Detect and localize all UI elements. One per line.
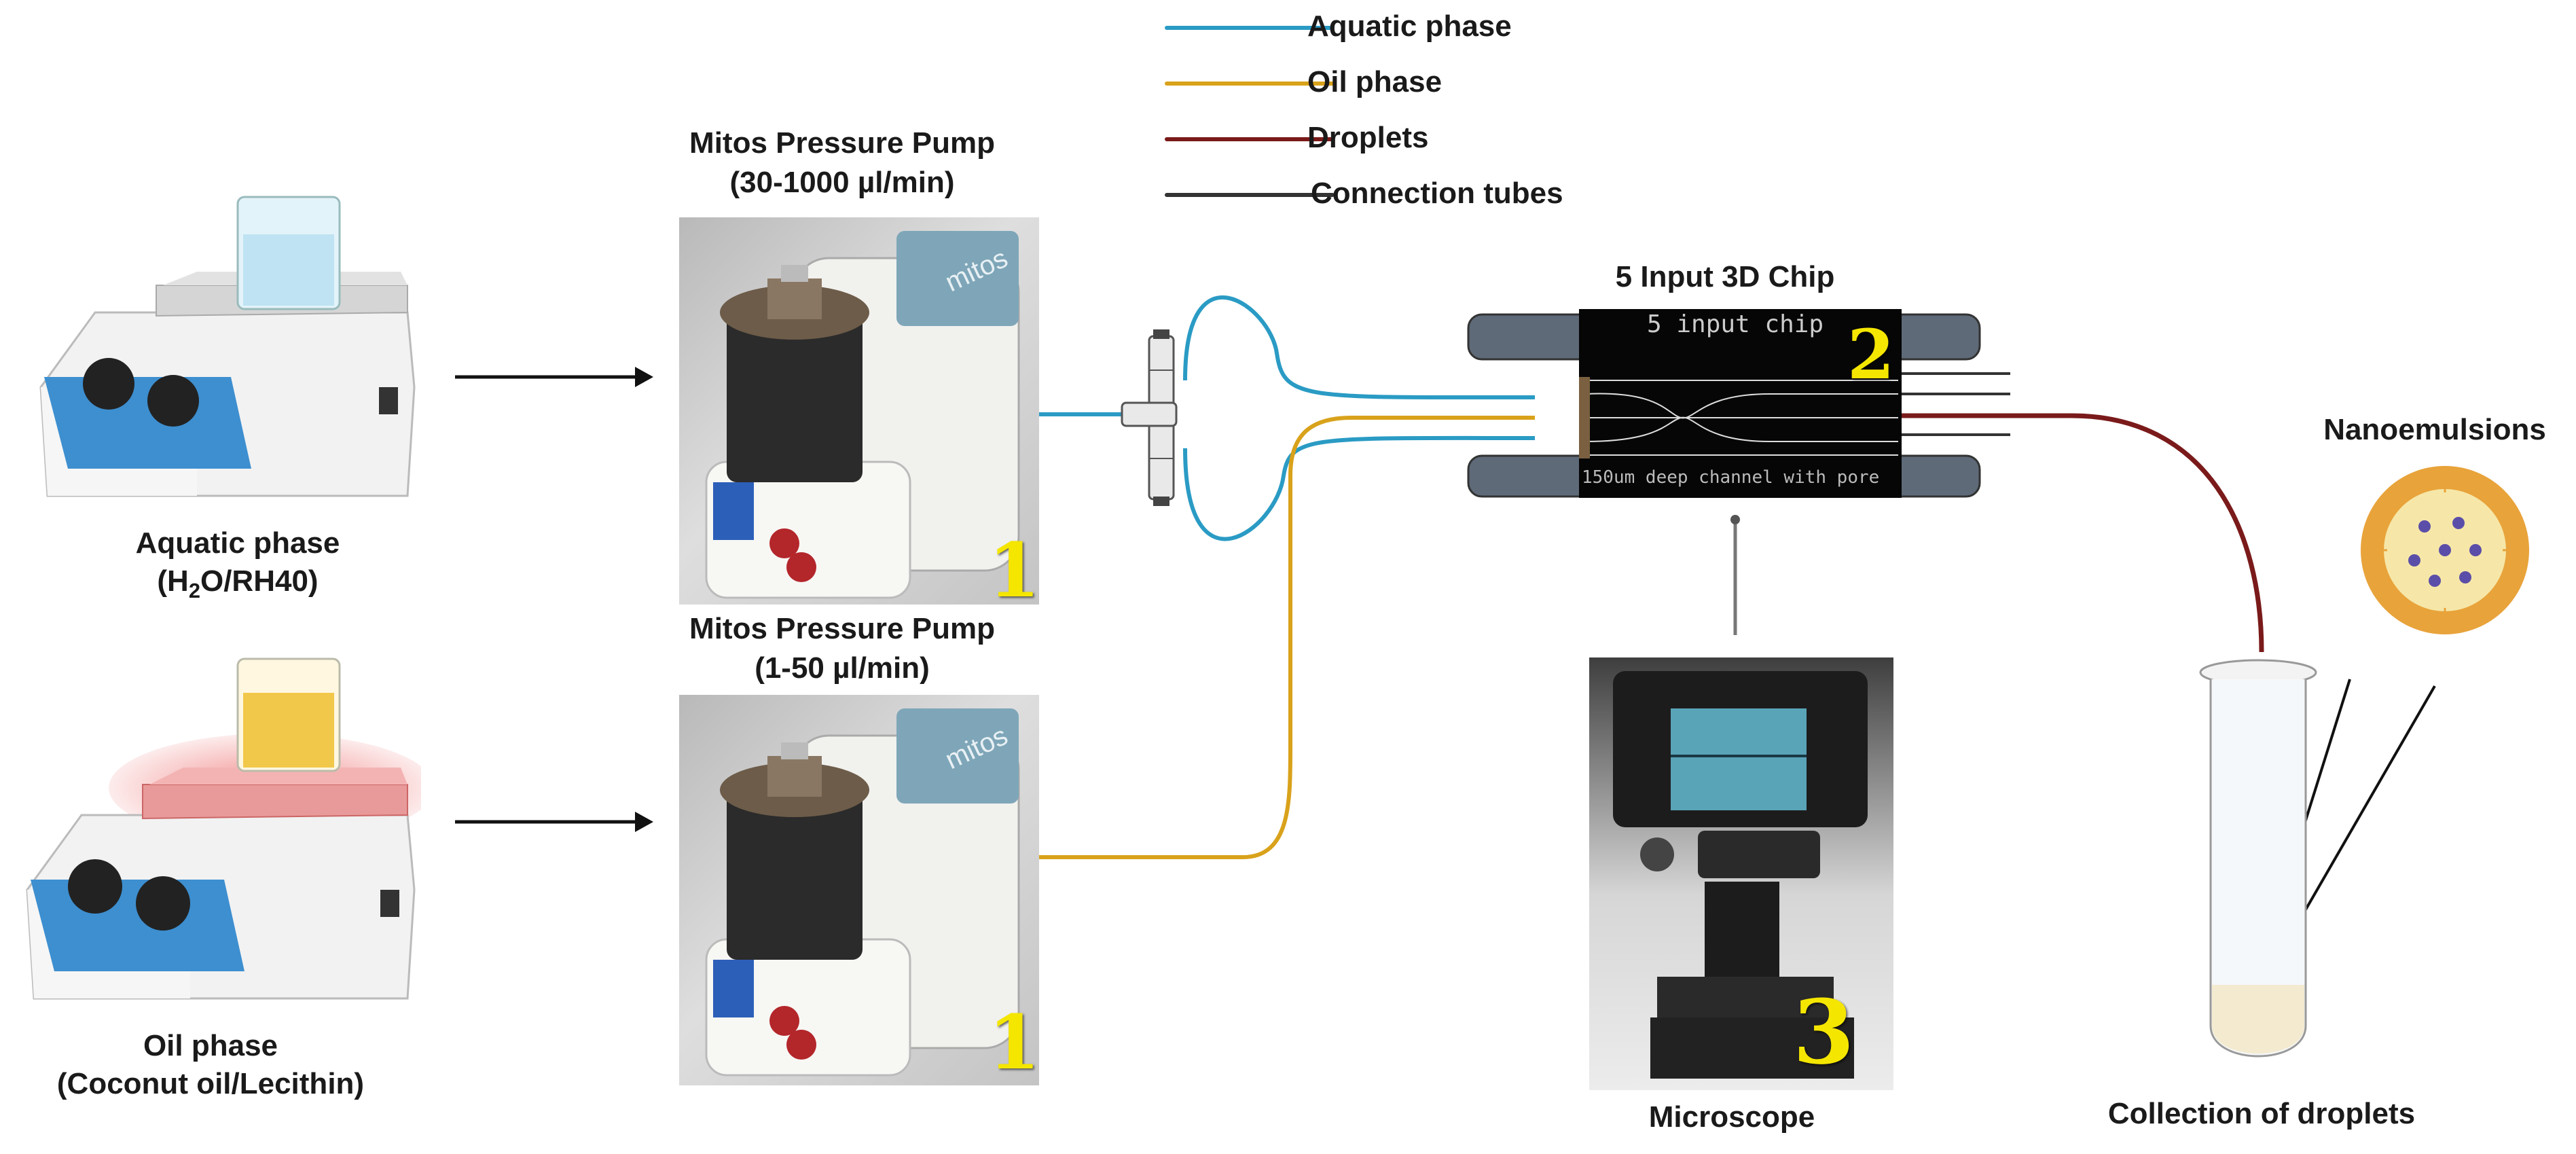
- oil-phase-label: Oil phase (Coconut oil/Lecithin): [41, 1027, 380, 1103]
- pump-bottom-label: Mitos Pressure Pump (1-50 µl/min): [652, 609, 1032, 688]
- pressure-pump-icon: mitos: [705, 708, 1020, 1077]
- legend-label-tubes: Connection tubes: [1311, 177, 1563, 210]
- microscope-photo: 3: [1589, 657, 1893, 1090]
- chip-badge: 2: [1847, 314, 1895, 395]
- droplets-tube: [1902, 413, 2264, 653]
- chip-photo-text: 5 input chip: [1647, 310, 1824, 338]
- chip-title: 5 Input 3D Chip: [1615, 260, 1835, 293]
- pump-top-badge: 1: [988, 526, 1040, 614]
- legend-line-aquatic: [1165, 26, 1335, 30]
- nanoemulsion-label: Nanoemulsions: [2323, 413, 2546, 446]
- aquatic-phase-label: Aquatic phase (H2O/RH40): [88, 524, 387, 610]
- aquatic-tube-upper: [1183, 295, 1536, 400]
- legend-line-droplets: [1165, 137, 1335, 141]
- legend-label-droplets: Droplets: [1307, 121, 1429, 154]
- microscope-label: Microscope: [1648, 1100, 1815, 1134]
- test-tube-icon: [2199, 659, 2317, 1058]
- collection-label: Collection of droplets: [2107, 1097, 2416, 1130]
- aquatic-phase-title: Aquatic phase: [135, 526, 340, 560]
- pressure-pump-icon: mitos: [705, 231, 1020, 599]
- legend-label-oil: Oil phase: [1307, 65, 1443, 98]
- chip-caption: 150um deep channel with pore: [1582, 467, 1880, 488]
- pump-top-title: Mitos Pressure Pump: [689, 126, 995, 160]
- oil-tube: [1039, 416, 1535, 859]
- t-junction-icon: [1121, 329, 1178, 506]
- microscope-icon: [1613, 671, 1868, 1079]
- arrow-oil-to-pump: [455, 812, 653, 832]
- oil-phase-composition: (Coconut oil/Lecithin): [56, 1067, 365, 1100]
- pump-bottom-photo: mitos: [679, 695, 1039, 1085]
- oil-phase-title: Oil phase: [143, 1029, 278, 1062]
- aquatic-tube-lower: [1183, 435, 1536, 541]
- pump-top-label: Mitos Pressure Pump (30-1000 µl/min): [652, 124, 1032, 202]
- pump-top-range: (30-1000 µl/min): [729, 166, 955, 199]
- legend-label-aquatic: Aquatic phase: [1307, 10, 1512, 43]
- microscope-badge: 3: [1793, 980, 1855, 1084]
- chip-photo: 5 input chip 150um deep channel with por…: [1579, 309, 1902, 498]
- arrow-aquatic-to-pump: [455, 367, 653, 387]
- pump-bottom-title: Mitos Pressure Pump: [689, 612, 995, 645]
- pump-top-photo: mitos: [679, 217, 1039, 605]
- legend-line-oil: [1165, 82, 1335, 86]
- aquatic-phase-composition: (H2O/RH40): [157, 564, 319, 602]
- legend-line-tubes: [1165, 193, 1335, 197]
- nanoemulsion-droplet-icon: [2361, 466, 2529, 634]
- pump-bottom-badge: 1: [988, 998, 1040, 1086]
- magnetic-stirrer-oil-icon: [26, 657, 421, 1000]
- magnetic-stirrer-aquatic-icon: [39, 196, 416, 497]
- pump-bottom-range: (1-50 µl/min): [755, 651, 930, 685]
